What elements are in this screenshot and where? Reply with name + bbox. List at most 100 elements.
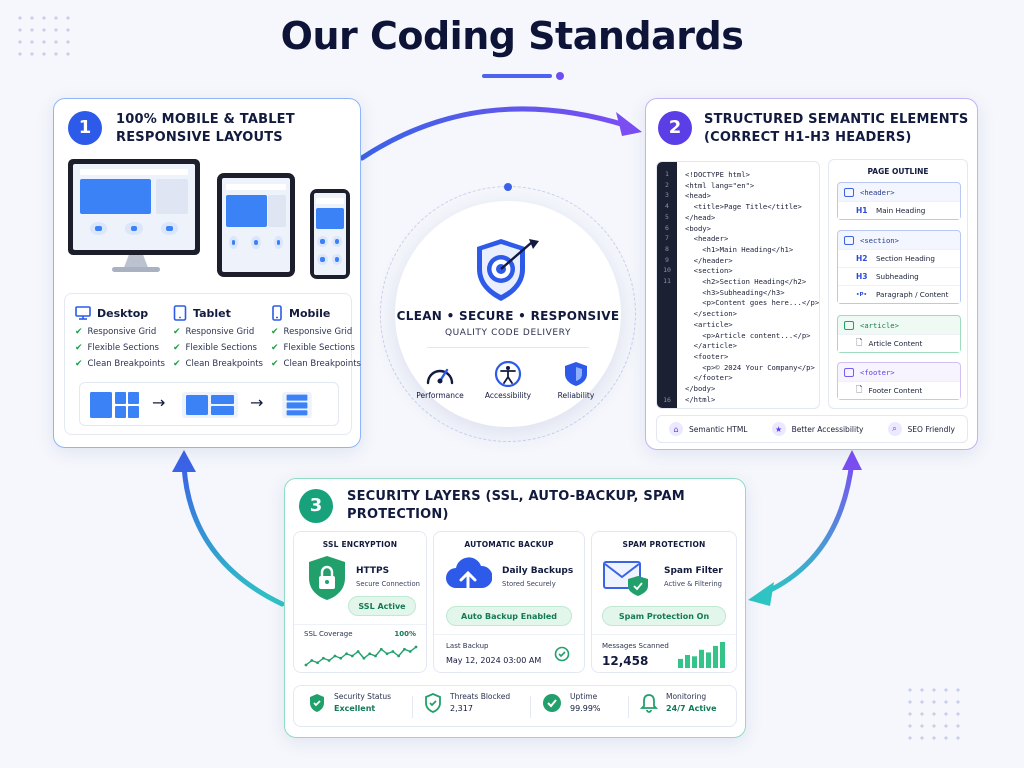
feature-item: ✔Responsive Grid	[75, 327, 157, 337]
check-icon: ✔	[75, 327, 83, 337]
code-line: </header>	[685, 255, 733, 265]
semantic-benefits: ⌂Semantic HTML ★Better Accessibility ⌕SE…	[656, 415, 968, 443]
card-title: STRUCTURED SEMANTIC ELEMENTS (CORRECT H1…	[704, 112, 969, 145]
search-icon: ⌕	[887, 422, 902, 436]
code-line: <h3>Subheading</h3>	[685, 287, 785, 297]
code-line: <title>Page Title</title>	[685, 202, 802, 212]
layout-reflow-diagram: → →	[79, 382, 339, 426]
outline-article: <article> 🗋Article Content	[837, 315, 961, 353]
last-backup-value: May 12, 2024 03:00 AM	[446, 656, 542, 665]
panel-heading: SPAM PROTECTION	[622, 540, 706, 549]
sparkline-point	[327, 659, 331, 662]
sparkline-point	[345, 652, 348, 656]
card-title: 100% MOBILE & TABLET RESPONSIVE LAYOUTS	[116, 112, 295, 145]
sparkline-point	[379, 647, 383, 651]
spam-bar	[685, 655, 690, 668]
code-line: </body>	[685, 384, 716, 394]
desktop-features: Desktop ✔Responsive Grid ✔Flexible Secti…	[75, 302, 171, 372]
spam-bar	[706, 652, 711, 668]
sparkline-point	[403, 647, 406, 651]
line-number: 4	[665, 202, 669, 211]
title-underline	[482, 74, 552, 78]
sparkline-point	[362, 656, 366, 660]
automatic-backup-panel: AUTOMATIC BACKUP Daily Backups Stored Se…	[433, 531, 585, 673]
tablet-icon	[173, 305, 187, 321]
coverage-label: SSL Coverage	[304, 630, 353, 638]
envelope-shield-icon	[603, 561, 648, 596]
code-line: <p>Article content...</p>	[685, 330, 811, 340]
line-number: 2	[665, 180, 669, 189]
sparkline-point	[333, 654, 337, 658]
desktop-grid-icon	[90, 392, 139, 418]
feature-item: ✔Flexible Sections	[173, 343, 257, 353]
spam-bar	[720, 642, 725, 668]
desktop-icon	[75, 306, 91, 320]
file-icon: 🗋	[856, 384, 863, 394]
arrow-2-to-3-head	[748, 582, 774, 606]
gauge-icon	[426, 368, 454, 385]
sparkline-point	[350, 654, 354, 658]
shield-check-icon	[310, 693, 324, 712]
line-number: 7	[665, 234, 669, 243]
code-line: <!DOCTYPE html>	[685, 170, 750, 179]
footer-icon	[844, 367, 854, 377]
check-icon: ✔	[173, 343, 181, 353]
ssl-name: HTTPS	[356, 566, 390, 576]
spam-bar	[692, 656, 697, 668]
sparkline-point	[374, 654, 377, 658]
check-icon: ✔	[271, 327, 279, 337]
feature-item: ✔Responsive Grid	[271, 327, 353, 337]
decorative-dots	[904, 684, 964, 740]
hub-item-label: Performance	[416, 391, 464, 400]
line-number: 8	[665, 244, 669, 253]
sparkline-point	[408, 650, 412, 653]
mobile-icon	[272, 305, 282, 321]
code-line: <footer>	[685, 351, 729, 361]
line-number: 6	[665, 223, 669, 232]
ssl-coverage-sparkline	[304, 645, 418, 667]
step-number: 3	[299, 489, 333, 523]
backup-name: Daily Backups	[502, 566, 574, 576]
code-line: <header>	[685, 234, 729, 244]
shield-icon	[565, 362, 587, 386]
feature-item: ✔Clean Breakpoints	[173, 359, 263, 369]
target-shield-icon	[477, 239, 539, 301]
hub-divider	[427, 347, 589, 348]
check-icon: ✔	[173, 359, 181, 369]
panel-heading: AUTOMATIC BACKUP	[464, 540, 554, 549]
arrow-1-to-2	[359, 106, 631, 161]
panel-heading: SSL ENCRYPTION	[322, 540, 398, 549]
code-line: <h1>Main Heading</h1>	[685, 244, 794, 254]
step-number: 1	[68, 111, 102, 145]
bell-icon	[640, 693, 658, 713]
benefit-semantic-html: ⌂Semantic HTML	[669, 422, 747, 436]
coverage-value: 100%	[394, 630, 416, 638]
spam-bar	[699, 649, 704, 668]
spam-protection-panel: SPAM PROTECTION Spam Filter Active & Fil…	[591, 531, 737, 673]
spam-name: Spam Filter	[664, 566, 723, 576]
hub-item-accessibility: Accessibility	[475, 361, 541, 400]
arrow-1-to-2-head	[616, 112, 642, 136]
line-number: 16	[663, 396, 671, 404]
sparkline-point	[310, 659, 314, 662]
decorative-dots	[14, 12, 70, 64]
sparkline-point	[391, 650, 395, 653]
code-line: </footer>	[685, 373, 733, 383]
desktop-monitor-illustration	[68, 159, 200, 255]
arrow-right-icon: →	[250, 393, 264, 412]
image-icon	[844, 235, 854, 245]
html-code: <!DOCTYPE html><html lang="en"><head> <t…	[685, 170, 819, 405]
arrow-2-to-3	[759, 459, 855, 597]
feature-heading: Desktop	[97, 306, 149, 320]
code-line: </article>	[685, 341, 737, 351]
feature-item: ✔Responsive Grid	[173, 327, 255, 337]
step-number: 2	[658, 111, 692, 145]
line-number: 5	[665, 212, 669, 221]
messages-scanned-label: Messages Scanned	[602, 642, 669, 650]
spam-status-badge: Spam Protection On	[602, 606, 726, 626]
arrow-3-to-1-head	[172, 450, 196, 472]
